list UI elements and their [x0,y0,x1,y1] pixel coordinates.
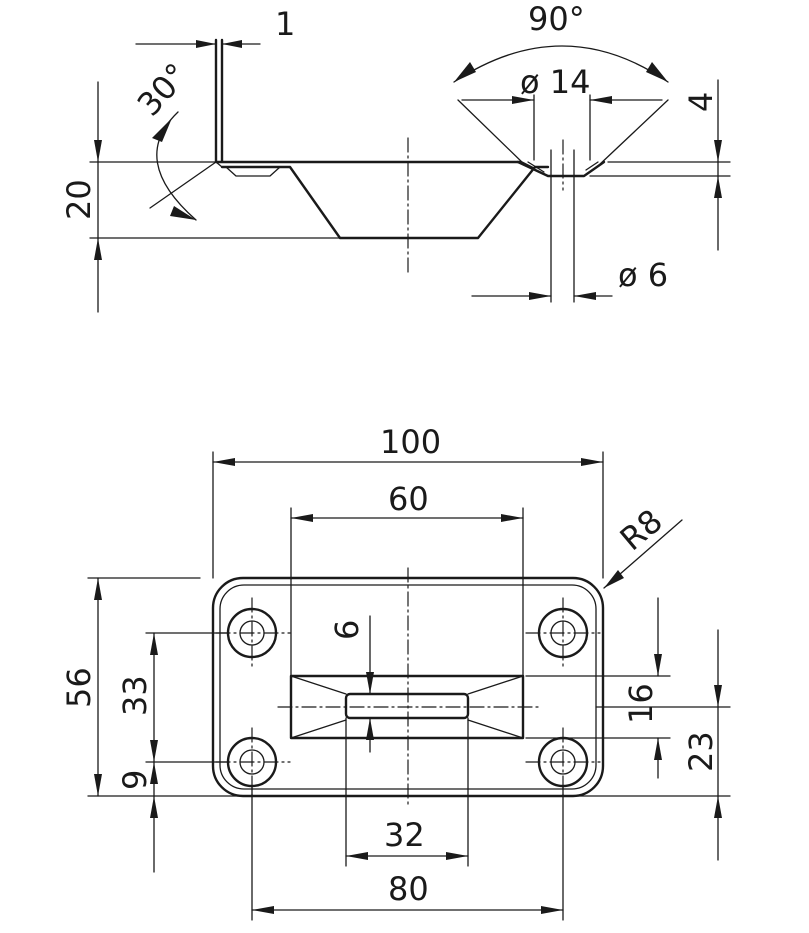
bend-angle-arrow-top [152,118,172,142]
recess-width-label: 60 [388,480,429,518]
hole-diameter-label: ø 6 [618,256,668,294]
hole-spacing-horizontal-arrow-left [252,906,274,914]
side-profile-outline [214,38,550,240]
countersink-angle-arrow-right [646,62,668,82]
countersink-depth-arrow-top [714,140,722,162]
countersink-depth-arrow-bottom [714,176,722,198]
recess-height-arrow-top [654,654,662,676]
thickness-arrow-right [222,40,242,48]
side-extension-lines [89,94,731,239]
recess-width-arrow-left [291,514,313,522]
thickness-arrow-left [196,40,216,48]
slot-width-label: 32 [384,816,425,854]
hole-spacing-horizontal-arrow-right [541,906,563,914]
bend-angle-leader [149,161,217,209]
slot-width-arrow-right [446,852,468,860]
overall-width-arrow-right [581,458,603,466]
top-view: 100 60 R8 56 33 9 6 16 [60,423,731,921]
recess-offset-label: 23 [682,731,720,772]
top-view-extension-lines [87,451,731,921]
hole-spacing-vertical-arrow-top [150,633,158,655]
overall-height-arrow-bottom [94,774,102,796]
side-view: 1 30° 20 90° ø 14 4 ø 6 [60,0,731,313]
bend-angle-label: 30° [130,56,196,124]
hole-edge-offset-arrow-top [150,762,158,784]
countersink-angle-arc [453,45,669,83]
countersink-diameter-label: ø 14 [520,63,590,101]
overall-height-arrow-top [94,578,102,600]
corner-radius-label: R8 [613,502,670,558]
slot-outline [344,692,470,720]
hole-spacing-horizontal-label: 80 [388,870,429,908]
height-label: 20 [60,179,98,220]
overall-height-label: 56 [60,667,98,708]
slot-height-arrow-bottom [366,718,374,740]
hole-edge-offset-label: 9 [116,770,154,790]
hole-walls [550,149,575,303]
countersink-angle-label: 90° [528,0,585,38]
recess-slope-lines [290,675,524,739]
hole-diameter-arrow-right [574,292,596,300]
recess-height-label: 16 [622,683,660,724]
recess-height-arrow-bottom [654,738,662,760]
overall-width-arrow-left [213,458,235,466]
height-arrow-bottom [94,238,102,260]
slot-height-arrow-top [366,672,374,694]
recess-offset-arrow-bottom [714,796,722,818]
sheet-thickness-label: 1 [275,5,295,43]
countersink-outline [516,160,606,178]
recess-offset-arrow-top [714,685,722,707]
side-profile-inner [215,161,281,177]
bend-angle-arrow-bottom [170,206,196,220]
hole-diameter-arrow-left [529,292,551,300]
hole-spacing-vertical-arrow-bottom [150,740,158,762]
overall-width-label: 100 [380,423,441,461]
height-arrow-top [94,140,102,162]
hole-spacing-vertical-label: 33 [116,675,154,716]
corner-radius-arrow [604,570,624,588]
countersink-diameter-arrow-right [590,96,612,104]
slot-width-arrow-left [346,852,368,860]
top-view-centerlines [215,567,601,809]
countersink-depth-label: 4 [682,92,720,112]
hole-edge-offset-arrow-bottom [150,796,158,818]
recess-width-arrow-right [501,514,523,522]
slot-height-label: 6 [328,620,366,640]
countersink-angle-arrow-left [454,62,476,82]
countersink-diameter-arrow-left [512,96,534,104]
countersink-hatch [521,161,599,173]
